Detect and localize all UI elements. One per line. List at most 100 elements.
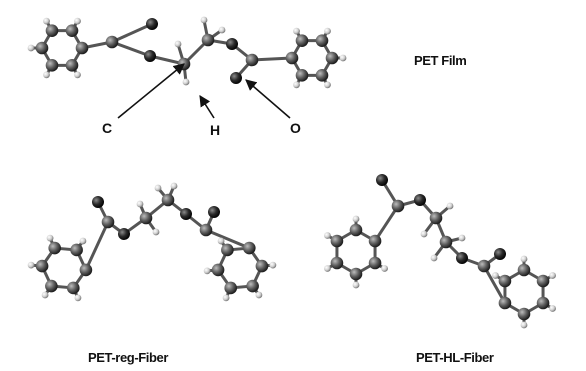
hydrogen-atom	[74, 17, 81, 25]
carbon-atom	[105, 35, 119, 49]
hydrogen-atom	[492, 272, 499, 279]
carbon-atom	[211, 263, 225, 277]
carbon-atom	[439, 235, 453, 249]
pet-hl-fiber-caption: PET-HL-Fiber	[416, 350, 494, 365]
hydrogen-atom	[182, 78, 190, 86]
carbon-atom	[391, 199, 405, 213]
hydrogen-atom	[154, 184, 162, 192]
carbon-atom	[498, 274, 512, 288]
hydrogen-atom	[520, 321, 528, 329]
hydrogen-atom	[269, 261, 277, 269]
carbon-atom	[517, 263, 531, 277]
hydrogen-atom	[420, 230, 428, 238]
carbon-atom	[255, 259, 269, 273]
hydrogen-atom	[293, 81, 300, 89]
carbon-atom	[330, 234, 344, 248]
carbon-atom	[517, 307, 531, 321]
oxygen-atom	[226, 38, 238, 50]
carbon-atom	[35, 41, 49, 55]
carbon-atom	[536, 296, 550, 310]
hydrogen-atom	[200, 16, 208, 24]
hydrogen-atom	[27, 261, 35, 269]
hydrogen-atom	[136, 200, 144, 208]
hydrogen-arrow	[199, 95, 215, 119]
hydrogen-atom	[174, 40, 182, 48]
hydrogen-atom	[430, 254, 438, 262]
oxygen-atom	[456, 252, 468, 264]
oxygen-atom	[208, 206, 220, 218]
carbon-atom	[45, 59, 59, 72]
hydrogen-atom	[79, 237, 87, 245]
hydrogen-atom	[203, 267, 211, 275]
pet-reg-fiber-caption: PET-reg-Fiber	[88, 350, 169, 365]
hydrogen-atom	[324, 265, 331, 272]
carbon-label: C	[102, 120, 113, 136]
carbon-atom	[242, 241, 256, 255]
carbon-atom	[285, 51, 299, 65]
hydrogen-atom	[352, 281, 360, 289]
hydrogen-atom	[43, 17, 50, 25]
carbon-atom	[48, 241, 62, 255]
oxygen-atom	[146, 18, 158, 30]
oxygen-label: O	[290, 120, 301, 136]
hydrogen-label: H	[210, 122, 221, 138]
carbon-atom	[199, 223, 213, 237]
hydrogen-atom	[458, 234, 466, 242]
bond	[84, 220, 110, 272]
hydrogen-atom	[27, 44, 35, 52]
carbon-atom	[330, 256, 344, 270]
oxygen-atom	[92, 196, 104, 208]
carbon-atom	[224, 281, 238, 295]
oxygen-atom	[414, 194, 426, 206]
hydrogen-atom	[46, 234, 54, 242]
carbon-atom	[45, 279, 58, 293]
oxygen-atom	[494, 248, 506, 260]
carbon-atom	[221, 243, 234, 257]
carbon-atom	[35, 259, 49, 273]
carbon-atom	[101, 215, 115, 229]
carbon-atom	[245, 53, 259, 67]
hydrogen-atom	[549, 272, 556, 279]
bond	[482, 264, 507, 305]
bond	[110, 22, 154, 44]
bond	[250, 56, 294, 62]
carbon-arrow	[117, 63, 185, 119]
hydrogen-atom	[43, 71, 50, 79]
carbon-atom	[536, 274, 550, 288]
carbon-atom	[368, 256, 382, 270]
carbon-atom	[75, 41, 89, 55]
oxygen-atom	[230, 72, 242, 84]
carbon-atom	[65, 24, 79, 37]
hydrogen-atom	[217, 237, 225, 245]
oxygen-atom	[180, 208, 192, 220]
label-arrows	[117, 63, 291, 119]
pet-reg-fiber-structure	[27, 182, 277, 302]
carbon-atom	[315, 69, 329, 82]
carbon-atom	[325, 51, 339, 65]
hydrogen-atom	[41, 291, 49, 299]
bond	[110, 40, 152, 58]
hydrogen-atom	[74, 294, 82, 302]
oxygen-arrow	[245, 79, 291, 119]
hydrogen-atom	[339, 54, 347, 62]
hydrogen-atom	[549, 305, 556, 312]
pet-hl-fiber-structure	[324, 174, 556, 329]
carbon-atom	[70, 243, 83, 257]
hydrogen-atom	[255, 291, 263, 299]
carbon-atom	[246, 279, 259, 293]
carbon-atom	[349, 267, 363, 281]
bond	[373, 204, 400, 243]
carbon-atom	[315, 34, 329, 47]
hydrogen-atom	[324, 27, 331, 35]
oxygen-atom	[118, 228, 130, 240]
carbon-atom	[295, 34, 309, 47]
carbon-atom	[45, 24, 59, 37]
hydrogen-atom	[324, 232, 331, 239]
oxygen-atom	[144, 50, 156, 62]
oxygen-atom	[376, 174, 388, 186]
carbon-atom	[368, 234, 382, 248]
carbon-atom	[295, 69, 309, 82]
hydrogen-atom	[381, 265, 388, 272]
carbon-atom	[201, 33, 215, 47]
